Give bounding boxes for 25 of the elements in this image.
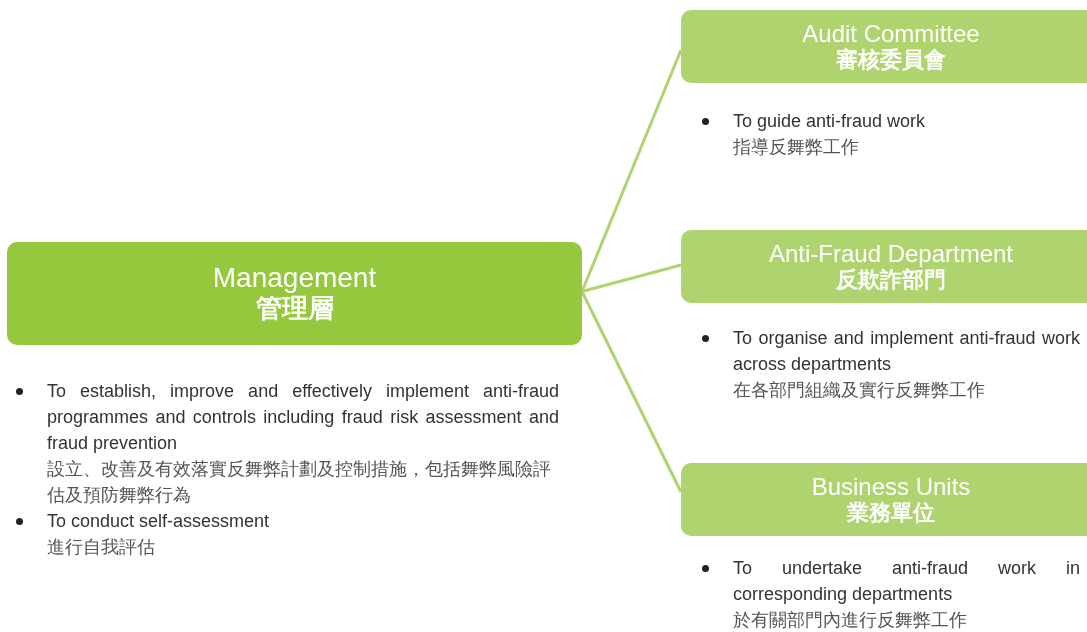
chinese-heading-text: 業務單位 bbox=[847, 500, 935, 526]
chinese-heading-text: 反欺詐部門 bbox=[836, 267, 946, 293]
chinese-heading-text: 管理層 bbox=[255, 293, 334, 324]
chinese-description-text: 設立、改善及有效落實反舞弊計劃及控制措施，包括舞弊風險評估及預防舞弊行為 bbox=[47, 458, 552, 507]
heading-text: Business Units bbox=[811, 473, 971, 501]
heading-text: Audit Committee bbox=[802, 20, 980, 48]
chinese-description-text: 於有關部門內進行反舞弊工作 bbox=[733, 609, 968, 632]
connector-line bbox=[580, 290, 683, 493]
description-text: To guide anti-fraud work bbox=[733, 110, 927, 133]
committee-box bbox=[681, 10, 1087, 83]
department-box bbox=[681, 230, 1087, 303]
connector-line bbox=[581, 263, 682, 293]
heading-text: Management bbox=[212, 263, 377, 294]
connector-line bbox=[580, 49, 683, 293]
chinese-description-text: 指導反舞弊工作 bbox=[733, 136, 860, 159]
description-text: To conduct self-assessment bbox=[47, 510, 271, 533]
description-text: To organise and implement anti-fraud work across departments bbox=[733, 327, 1080, 376]
heading-text: Anti-Fraud Department bbox=[768, 240, 1014, 268]
chinese-heading-text: 審核委員會 bbox=[836, 47, 946, 73]
unit-box bbox=[681, 463, 1087, 536]
chinese-description-text: 在各部門組織及實行反舞弊工作 bbox=[733, 379, 986, 402]
management-box bbox=[7, 242, 582, 345]
description-text: To establish, improve and effectively implement anti-fraud programmes and controls including fraud risk assessment and fraud prevention bbox=[47, 380, 559, 455]
description-text: To undertake anti-fraud work in corresponding departments bbox=[733, 557, 1080, 606]
chinese-description-text: 進行自我評估 bbox=[47, 536, 156, 559]
